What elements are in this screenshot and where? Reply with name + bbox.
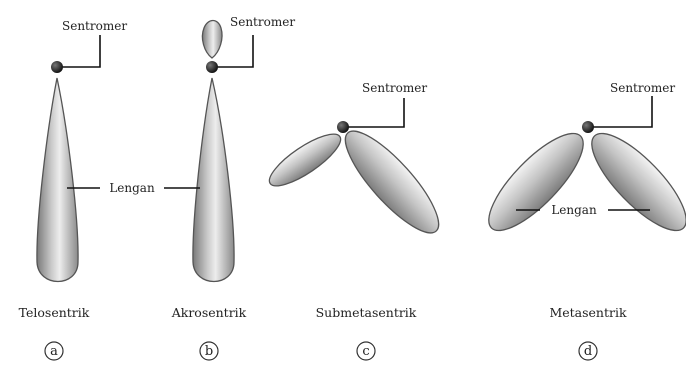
submetacentric-centromere-line [349,98,404,127]
submetacentric-long-arm [333,120,451,245]
acrocentric-long-arm [193,78,234,282]
metacentric-centromere-line [594,96,652,127]
letter-d-text: d [584,344,592,359]
acrocentric-centromere [206,61,218,73]
telocentric-centromere [51,61,63,73]
telocentric-chromosome: Sentromer [37,19,127,282]
letter-a-text: a [50,344,58,359]
metacentric-right-arm [579,121,686,244]
metacentric-centromere [582,121,594,133]
centromere-label-b: Sentromer [230,15,295,29]
telocentric-centromere-line [63,35,100,67]
arm-label-d: Lengan [551,203,597,217]
acrocentric-short-arm [202,21,222,59]
submetacentric-chromosome: Sentromer [263,81,451,244]
letter-a: a [45,342,63,360]
type-name-a: Telosentrik [19,305,90,320]
letter-d: d [579,342,597,360]
centromere-label-d: Sentromer [610,81,675,95]
arm-callout-ab: Lengan [67,181,200,195]
type-name-b: Akrosentrik [171,305,247,320]
metacentric-left-arm [476,121,597,244]
letter-b: b [200,342,218,360]
telocentric-arm [37,78,78,282]
acrocentric-centromere-line [218,35,253,67]
type-name-c: Submetasentrik [316,305,417,320]
submetacentric-short-arm [263,126,347,195]
letter-c-text: c [362,344,369,359]
type-name-d: Metasentrik [549,305,627,320]
arm-label-ab: Lengan [109,181,155,195]
letter-b-text: b [205,344,213,359]
submetacentric-centromere [337,121,349,133]
metacentric-chromosome: Sentromer Lengan [476,81,686,243]
letter-c: c [357,342,375,360]
acrocentric-chromosome: Sentromer [193,15,295,282]
centromere-label-a: Sentromer [62,19,127,33]
centromere-label-c: Sentromer [362,81,427,95]
